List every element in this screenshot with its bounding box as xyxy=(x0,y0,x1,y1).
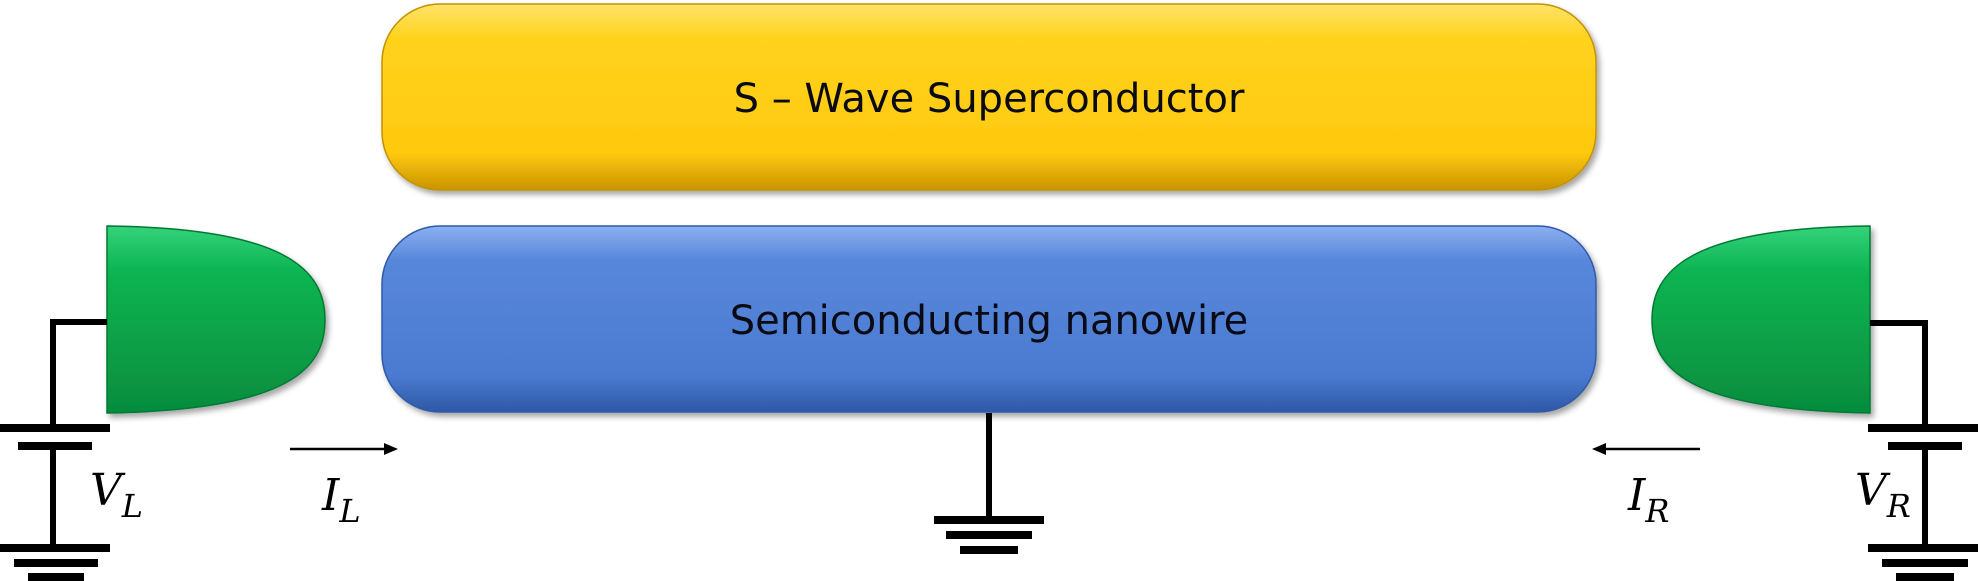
right-current-arrow xyxy=(1592,443,1700,455)
right-current-label: IR xyxy=(1627,470,1669,530)
left-current-label: IL xyxy=(321,470,361,530)
superconductor-bar: S – Wave Superconductor xyxy=(381,3,1597,191)
left-voltage-source xyxy=(0,319,110,581)
superconductor-label: S – Wave Superconductor xyxy=(734,76,1245,122)
right-lead xyxy=(1651,225,1871,414)
left-lead xyxy=(106,225,326,414)
nanowire-ground-symbol xyxy=(934,413,1044,554)
right-voltage-label: VR xyxy=(1855,465,1911,525)
nanowire-bar: Semiconducting nanowire xyxy=(381,225,1597,413)
right-voltage-source xyxy=(1868,320,1978,581)
nanowire-label: Semiconducting nanowire xyxy=(730,298,1249,344)
left-current-arrow xyxy=(290,443,398,455)
left-voltage-label: VL xyxy=(90,465,143,525)
